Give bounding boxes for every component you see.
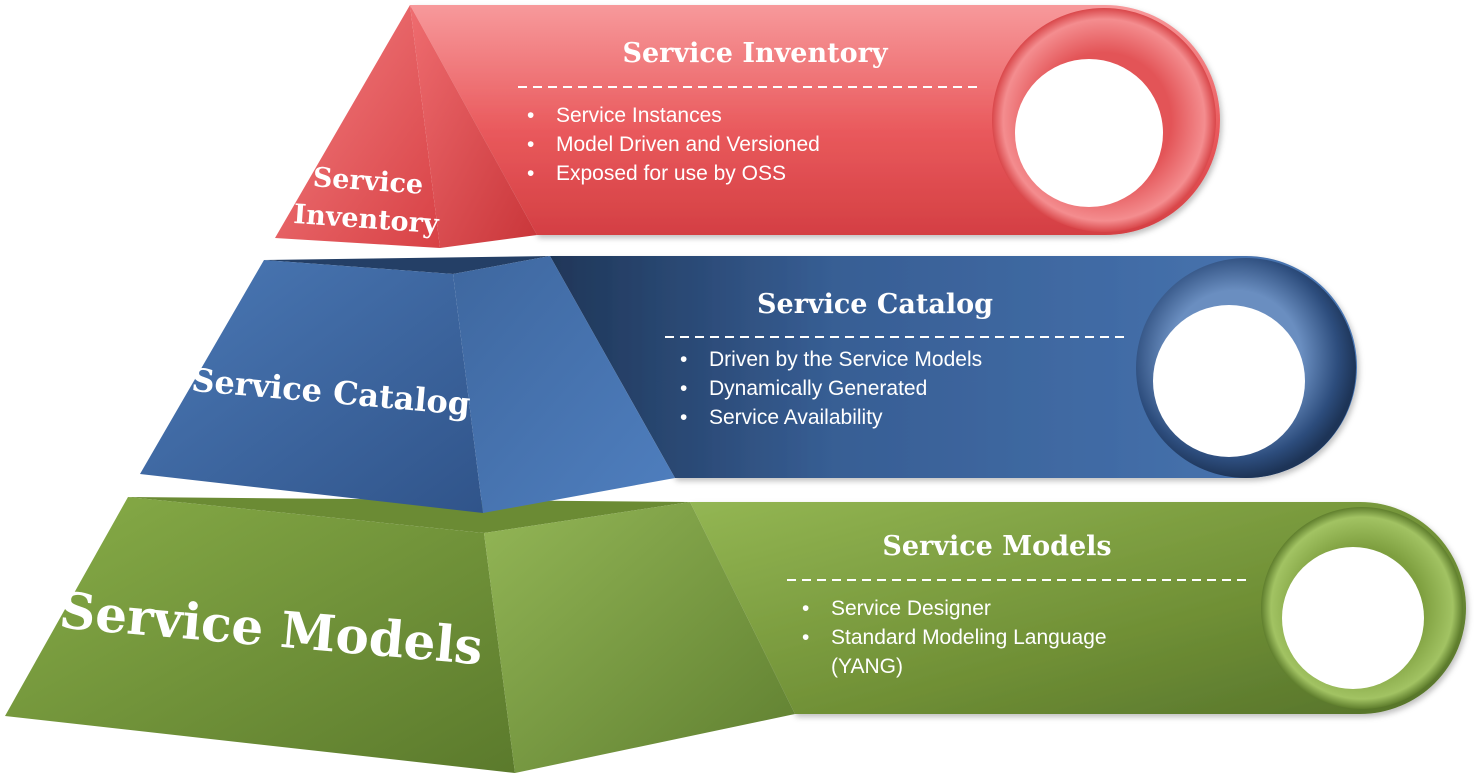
catalog-bullet-2: •Dynamically Generated bbox=[680, 377, 927, 400]
catalog-bullet-1: •Driven by the Service Models bbox=[680, 348, 982, 371]
service-catalog-right-face bbox=[453, 256, 675, 513]
service-catalog-ring-hole bbox=[1153, 305, 1305, 457]
service-inventory-ring-hole bbox=[1015, 59, 1163, 207]
service-inventory-left-face bbox=[275, 5, 440, 248]
service-models-level bbox=[5, 497, 1466, 773]
models-bullet-2: •Standard Modeling Language bbox=[802, 626, 1107, 649]
models-bullet-1: •Service Designer bbox=[802, 597, 991, 620]
catalog-bullet-3: •Service Availability bbox=[680, 406, 883, 429]
pyramid-top-label-line1: Service bbox=[312, 162, 424, 201]
models-panel-title: Service Models bbox=[882, 531, 1111, 562]
service-inventory-right-face bbox=[410, 5, 537, 248]
service-models-right-face bbox=[484, 502, 795, 773]
service-catalog-top-face bbox=[264, 256, 550, 274]
service-models-band bbox=[690, 502, 1466, 714]
service-models-top-face bbox=[128, 497, 690, 533]
inventory-bullet-2: •Model Driven and Versioned bbox=[527, 133, 820, 156]
inventory-panel-title: Service Inventory bbox=[622, 38, 888, 69]
service-inventory-level bbox=[275, 5, 1220, 248]
inventory-bullet-3: •Exposed for use by OSS bbox=[527, 162, 786, 185]
catalog-panel-title: Service Catalog bbox=[757, 289, 993, 320]
service-catalog-level bbox=[140, 256, 1357, 513]
models-bullet-2-continuation: (YANG) bbox=[831, 655, 903, 678]
service-catalog-left-face bbox=[140, 260, 483, 513]
service-models-ring-hole bbox=[1282, 547, 1424, 689]
service-models-left-face bbox=[5, 497, 515, 773]
inventory-bullet-1: •Service Instances bbox=[527, 104, 722, 127]
